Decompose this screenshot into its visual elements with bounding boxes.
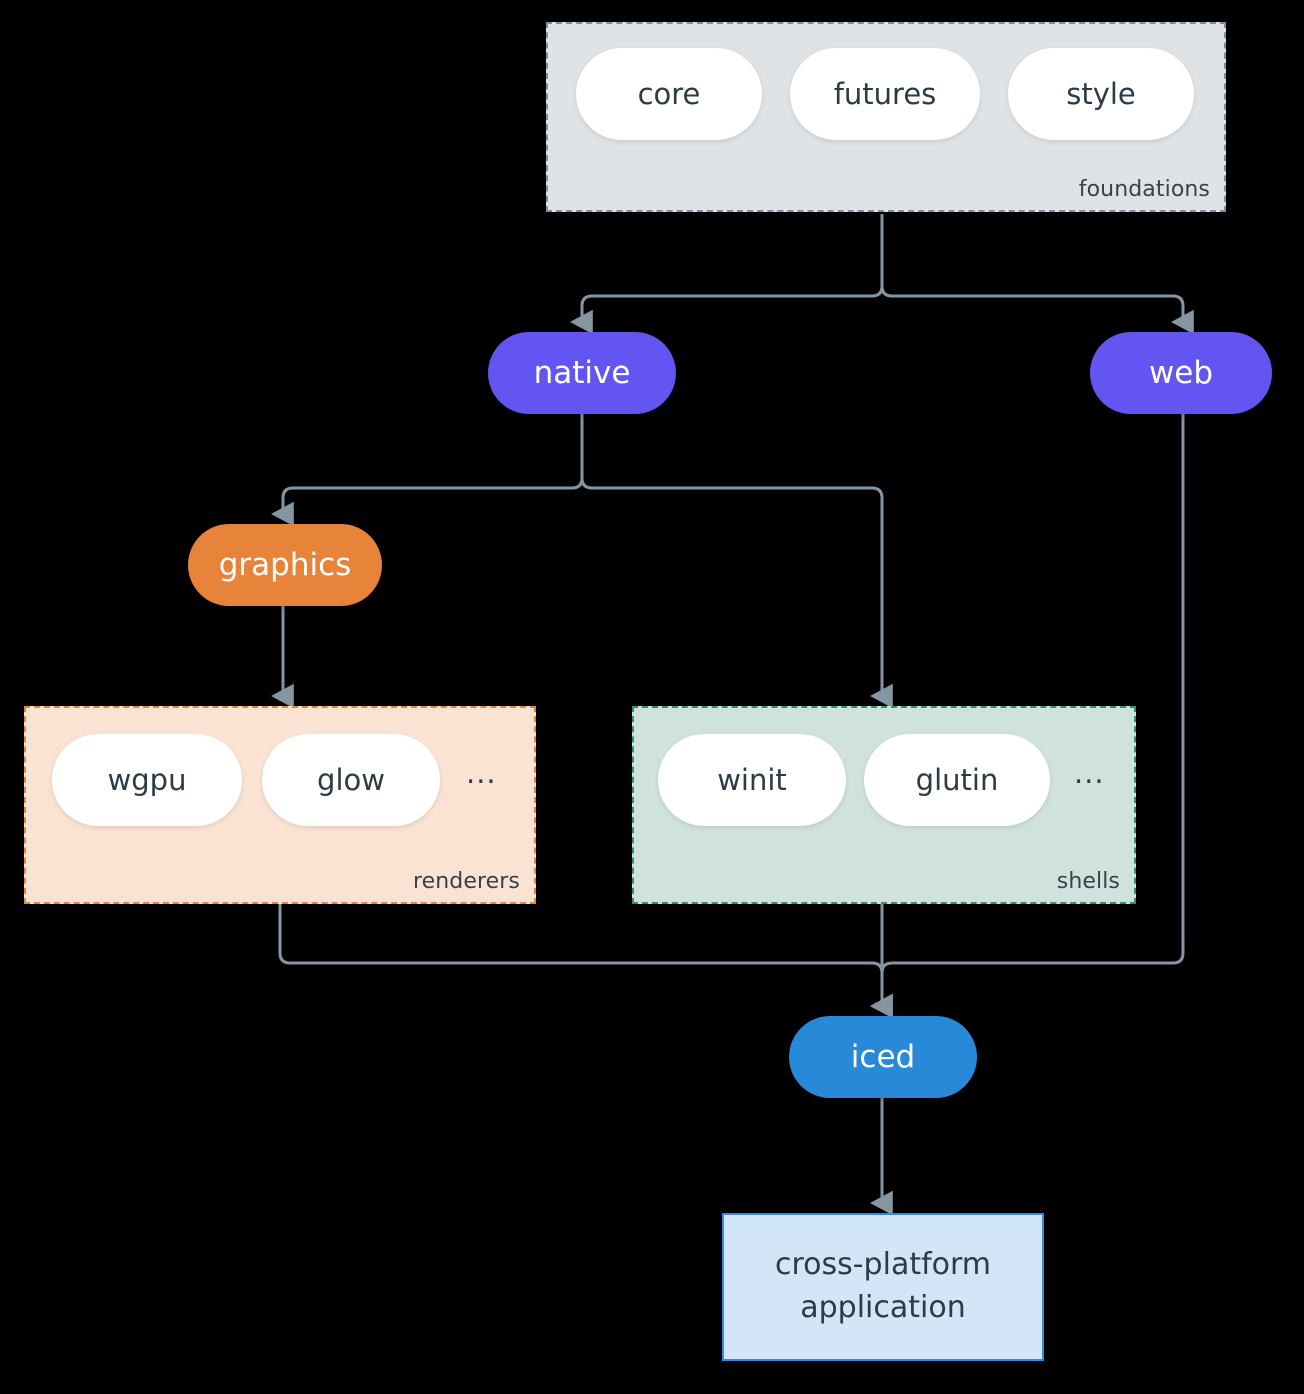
renderers-chip-row: wgpu glow ... [52,734,503,826]
group-renderers[interactable]: wgpu glow ... renderers [24,706,536,904]
node-graphics[interactable]: graphics [188,524,382,606]
chip-wgpu[interactable]: wgpu [52,734,242,826]
chip-core[interactable]: core [576,48,762,140]
chip-futures[interactable]: futures [790,48,980,140]
shells-chip-row: winit glutin ... [658,734,1111,826]
chip-glow[interactable]: glow [262,734,440,826]
chip-winit[interactable]: winit [658,734,846,826]
application-line-2: application [800,1290,966,1325]
foundations-chip-row: core futures style [576,48,1194,140]
edge-renderers-iced [278,904,893,1019]
node-cross-platform-application[interactable]: cross-platform application [722,1213,1044,1361]
application-line-1: cross-platform [774,1247,992,1283]
edge-native-graphics [270,414,584,527]
node-web[interactable]: web [1090,332,1272,414]
renderers-overflow-ellipsis: ... [466,755,497,790]
group-label-shells: shells [1056,869,1120,894]
group-foundations[interactable]: core futures style foundations [546,22,1226,212]
edge-foundations-native [569,214,884,335]
shells-overflow-ellipsis: ... [1074,755,1105,790]
group-shells[interactable]: winit glutin ... shells [632,706,1136,904]
node-native[interactable]: native [488,332,676,414]
chip-glutin[interactable]: glutin [864,734,1050,826]
group-label-foundations: foundations [1078,177,1210,202]
edge-foundations-web [880,285,1194,335]
group-label-renderers: renderers [412,869,520,894]
node-iced[interactable]: iced [789,1016,977,1098]
edge-native-shells [580,477,893,709]
chip-style[interactable]: style [1008,48,1194,140]
